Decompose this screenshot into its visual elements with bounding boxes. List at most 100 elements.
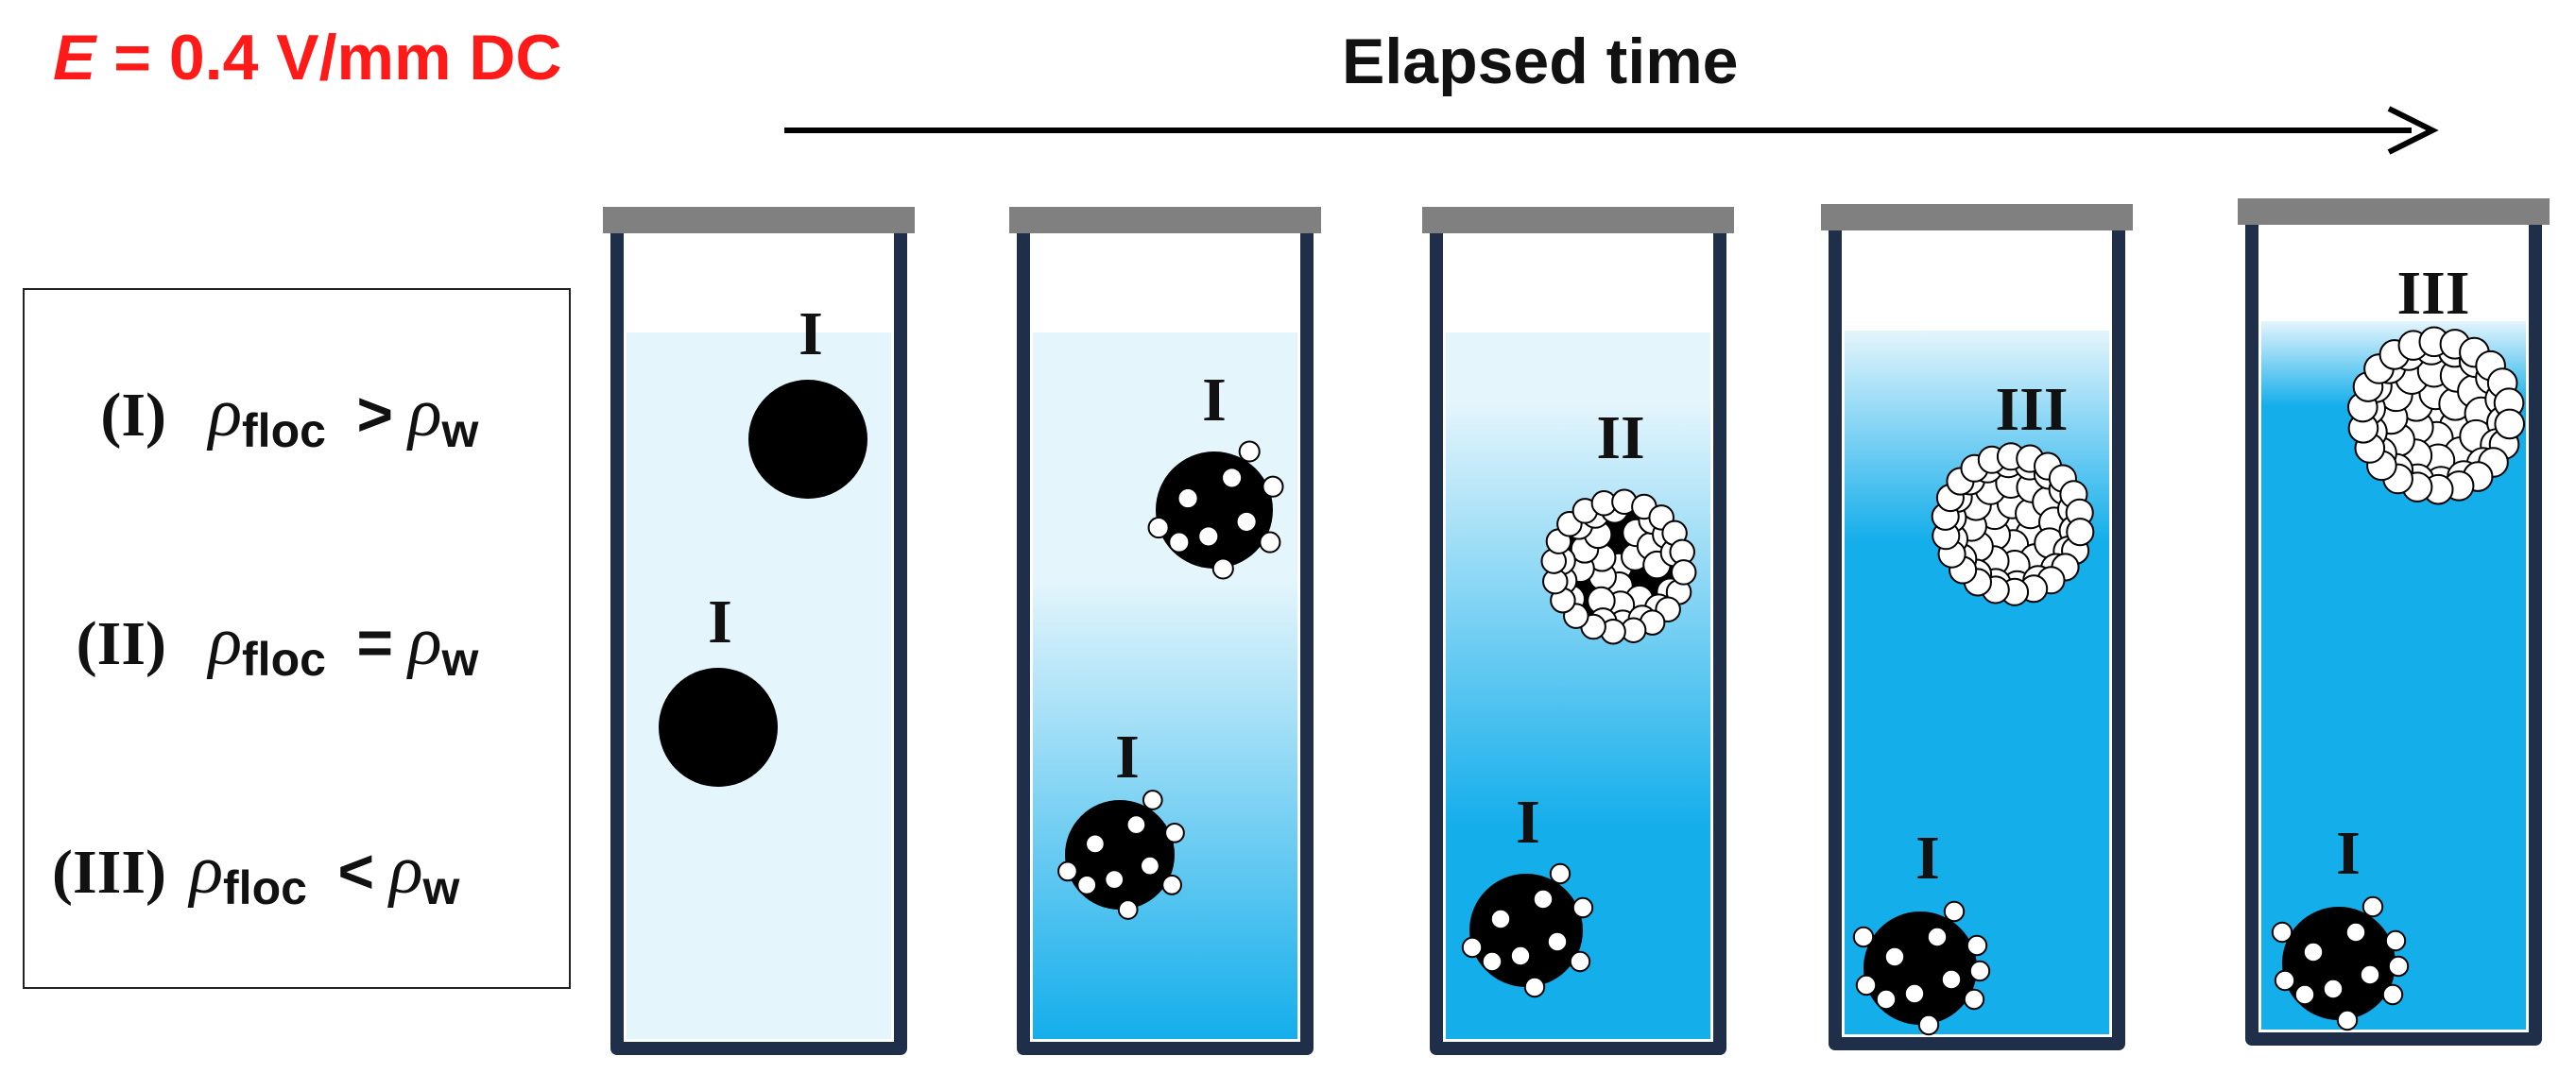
bubble bbox=[2274, 969, 2296, 992]
legend-row-2: (II) ρfloc =ρw bbox=[25, 602, 573, 686]
floc-label: I bbox=[1516, 788, 1540, 857]
bubble bbox=[1963, 988, 1985, 1011]
bubble bbox=[1176, 487, 1199, 510]
bubble bbox=[1968, 960, 1991, 982]
floc-label: I bbox=[2336, 819, 2361, 888]
bubble bbox=[1259, 531, 1281, 554]
bubble bbox=[1164, 822, 1185, 843]
bubble bbox=[1197, 525, 1220, 548]
bubble bbox=[1852, 926, 1875, 948]
bubble bbox=[1546, 930, 1569, 953]
legend-operator: > bbox=[356, 379, 393, 449]
bubble bbox=[1142, 790, 1163, 810]
bubble bbox=[1221, 467, 1244, 489]
legend-rho-water: ρ bbox=[407, 603, 442, 680]
bubble bbox=[1966, 934, 1988, 957]
floc-label: I bbox=[799, 299, 823, 368]
legend-rho-water: ρ bbox=[388, 831, 423, 909]
electric-field-label: E = 0.4 V/mm DC bbox=[53, 21, 562, 94]
water bbox=[1033, 332, 1297, 1039]
tube-cap bbox=[603, 207, 915, 233]
tube-cap bbox=[1821, 204, 2133, 230]
density-legend: (I) ρfloc >ρw (II) ρfloc =ρw (III) ρfloc… bbox=[23, 288, 571, 989]
legend-sub-water: w bbox=[422, 861, 460, 914]
legend-roman: (II) bbox=[76, 609, 166, 678]
bubble bbox=[2359, 963, 2381, 986]
legend-operator: = bbox=[356, 607, 393, 677]
bubble bbox=[1532, 888, 1554, 911]
bubble bbox=[1057, 860, 1078, 882]
floc-core bbox=[659, 668, 778, 787]
tube-cap bbox=[1422, 207, 1734, 233]
bubble bbox=[1481, 950, 1503, 973]
tube-wall bbox=[1430, 225, 1726, 1055]
floc: II bbox=[1540, 403, 1697, 645]
bubble bbox=[1509, 945, 1532, 967]
bubble bbox=[1549, 862, 1571, 885]
tube: II bbox=[1009, 207, 1321, 1055]
tube-cap bbox=[2238, 198, 2550, 225]
water bbox=[1845, 331, 2109, 1034]
bubble bbox=[1161, 875, 1182, 895]
floc-label: II bbox=[1596, 403, 1644, 472]
legend-rho-floc: ρ bbox=[189, 831, 224, 909]
bubble bbox=[2381, 983, 2404, 1006]
legend-rho-water: ρ bbox=[407, 374, 442, 451]
floc-label: III bbox=[1995, 375, 2068, 444]
bubble bbox=[1125, 814, 1147, 835]
floc: I bbox=[748, 299, 867, 499]
bubble bbox=[2361, 895, 2384, 918]
bubble bbox=[1238, 440, 1261, 463]
bubble bbox=[2293, 983, 2316, 1006]
arrow-head bbox=[2387, 106, 2439, 155]
bubble bbox=[1917, 1013, 1940, 1036]
bubble bbox=[1262, 475, 1284, 498]
bubble bbox=[1903, 982, 1926, 1005]
bubble bbox=[2384, 929, 2407, 952]
legend-sub-floc: floc bbox=[242, 633, 326, 686]
bubble bbox=[1883, 945, 1906, 968]
floc-core bbox=[748, 380, 867, 499]
tube-wall bbox=[2245, 219, 2542, 1046]
legend-roman: (III) bbox=[51, 838, 166, 907]
bubble bbox=[1147, 517, 1170, 539]
legend-sub-water: w bbox=[441, 633, 479, 686]
bubble bbox=[1943, 900, 1966, 923]
bubble bbox=[1523, 976, 1546, 998]
floc-label: I bbox=[1202, 366, 1227, 434]
bubble bbox=[1569, 950, 1591, 973]
bubble bbox=[2066, 518, 2095, 547]
legend-row-1: (I) ρfloc >ρw bbox=[25, 373, 573, 457]
floc: I bbox=[1147, 366, 1284, 580]
floc-label: III bbox=[2396, 259, 2469, 328]
bubble bbox=[2336, 1009, 2359, 1031]
floc-label: I bbox=[708, 588, 732, 656]
bubble bbox=[1235, 510, 1258, 533]
legend-sub-floc: floc bbox=[242, 404, 326, 457]
floc: I bbox=[1461, 788, 1594, 998]
tube-wall bbox=[1017, 225, 1314, 1055]
bubble bbox=[1211, 557, 1234, 580]
floc-label: I bbox=[1115, 723, 1140, 792]
bubble bbox=[2322, 978, 2344, 1000]
legend-sub-water: w bbox=[441, 404, 479, 457]
elapsed-time-arrow bbox=[784, 106, 2439, 155]
bubble bbox=[2344, 921, 2367, 944]
legend-sub-floc: floc bbox=[223, 861, 307, 914]
bubble bbox=[2302, 941, 2325, 963]
bubble bbox=[2387, 955, 2410, 978]
floc: III bbox=[1931, 375, 2095, 606]
legend-operator: < bbox=[337, 836, 374, 906]
legend-row-3: (III) ρfloc <ρw bbox=[25, 830, 573, 914]
bubble bbox=[1168, 531, 1191, 554]
bubble bbox=[1940, 968, 1963, 991]
bubble bbox=[1670, 559, 1697, 586]
tube: II bbox=[603, 207, 915, 1055]
field-symbol: E bbox=[53, 22, 96, 94]
legend-rho-floc: ρ bbox=[208, 374, 243, 451]
tube: III bbox=[1422, 207, 1734, 1055]
